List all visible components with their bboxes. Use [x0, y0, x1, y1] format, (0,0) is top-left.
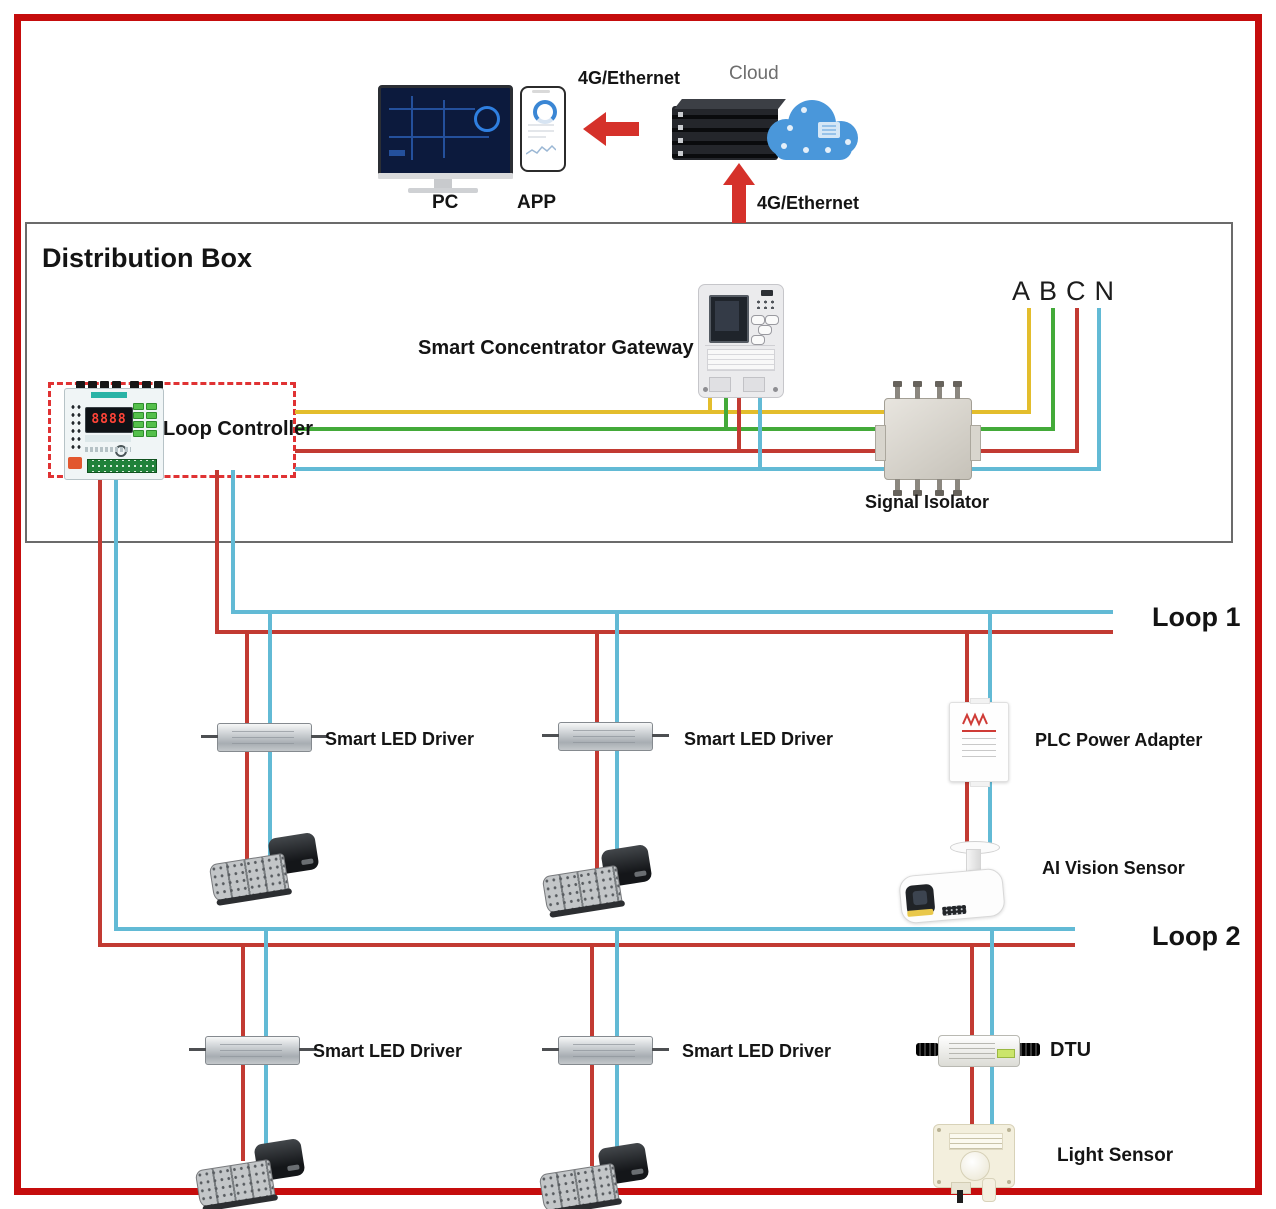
- gateway-tap-a: [708, 394, 712, 412]
- loop2-feeder-blue: [114, 470, 118, 931]
- loop2-label: Loop 2: [1152, 921, 1241, 951]
- wire-phase-c-riser: [1075, 308, 1079, 453]
- server-icon: [672, 106, 778, 160]
- led-driver-3: [189, 1036, 316, 1065]
- loop1-bus-blue: [231, 610, 1113, 614]
- camera-body: [898, 867, 1006, 925]
- plc-logo: [962, 712, 988, 727]
- plc-power-adapter-device: [949, 698, 1009, 787]
- controller-display: 8888: [85, 407, 133, 433]
- wire-phase-b-riser: [1051, 308, 1055, 431]
- gateway-label: Smart Concentrator Gateway: [418, 337, 694, 359]
- arrow-left-icon: [583, 112, 606, 146]
- phase-a: A: [1012, 276, 1031, 306]
- pc-dashboard-gauge: [474, 106, 500, 132]
- loop1-feeder-red: [215, 470, 219, 634]
- loop-controller-dashed-box: [48, 382, 296, 478]
- led-driver-4-label: Smart LED Driver: [682, 1041, 832, 1061]
- gateway-tap-n: [758, 394, 762, 469]
- pc-label: PC: [432, 192, 459, 213]
- led-driver-2: [542, 722, 669, 751]
- ai-vision-label: AI Vision Sensor: [1042, 858, 1185, 878]
- light-sensor-dome: [960, 1151, 990, 1181]
- smartphone-icon: [520, 86, 566, 172]
- app-label: APP: [517, 192, 557, 213]
- app-gauge-icon: [533, 100, 557, 124]
- pc-monitor-base: [408, 188, 478, 193]
- app-link-label: 4G/Ethernet: [578, 68, 681, 88]
- led-driver-1-label: Smart LED Driver: [325, 729, 475, 749]
- wire-phase-b: [295, 427, 1053, 431]
- signal-isolator-label: Signal Isolator: [865, 492, 990, 512]
- app-sparkline: [526, 144, 556, 155]
- smart-concentrator-gateway-device: [698, 284, 784, 398]
- gateway-tap-b: [724, 394, 728, 429]
- loop1-bus-red: [215, 630, 1113, 634]
- gateway-screen: [709, 295, 749, 343]
- wire-phase-a: [295, 410, 1029, 414]
- wire-phase-n-riser: [1097, 308, 1101, 471]
- phase-b: B: [1039, 276, 1058, 306]
- led-driver-2-label: Smart LED Driver: [684, 729, 834, 749]
- outer-red-frame: [14, 14, 1262, 1195]
- pc-monitor-stand: [434, 179, 452, 188]
- loop2-bus-blue: [114, 927, 1075, 931]
- light-sensor-label: Light Sensor: [1057, 1145, 1174, 1166]
- led-driver-4: [542, 1036, 669, 1065]
- loop-controller-device: 8888: [64, 381, 164, 481]
- phase-labels: A B C N: [1012, 276, 1114, 307]
- loop2-feeder-red: [98, 470, 102, 947]
- pc-monitor-icon: [378, 85, 513, 179]
- cloud-icon: [760, 94, 864, 166]
- dtu-device: [938, 1035, 1020, 1067]
- signal-isolator-device: [875, 381, 981, 496]
- light-sensor-cable: [957, 1190, 963, 1203]
- led-driver-3-label: Smart LED Driver: [313, 1041, 463, 1061]
- distribution-box-title: Distribution Box: [42, 243, 252, 273]
- plc-adapter-label: PLC Power Adapter: [1035, 730, 1203, 750]
- wire-phase-a-riser: [1027, 308, 1031, 414]
- controller-buttons: [133, 403, 160, 437]
- cloud-label: Cloud: [729, 63, 779, 84]
- controller-terminal-strip: [87, 459, 157, 473]
- arrow-up-icon: [723, 163, 755, 185]
- uplink-label: 4G/Ethernet: [757, 193, 860, 213]
- loop-controller-label: Loop Controller: [163, 418, 313, 440]
- wire-phase-n: [295, 467, 1099, 471]
- led-driver-1: [201, 723, 328, 752]
- ai-vision-sensor-device: [898, 838, 1016, 930]
- loop2-bus-red: [98, 943, 1075, 947]
- dtu-label: DTU: [1050, 1039, 1092, 1061]
- phase-n: N: [1094, 276, 1115, 306]
- loop1-feeder-blue: [231, 470, 235, 614]
- distribution-box-outline: [25, 222, 1233, 543]
- loop1-label: Loop 1: [1152, 602, 1241, 632]
- pc-monitor-bezel: [378, 173, 513, 179]
- wire-phase-c: [295, 449, 1077, 453]
- phase-c: C: [1066, 276, 1086, 306]
- light-sensor-device: [933, 1124, 1015, 1188]
- gateway-tap-c: [737, 394, 741, 451]
